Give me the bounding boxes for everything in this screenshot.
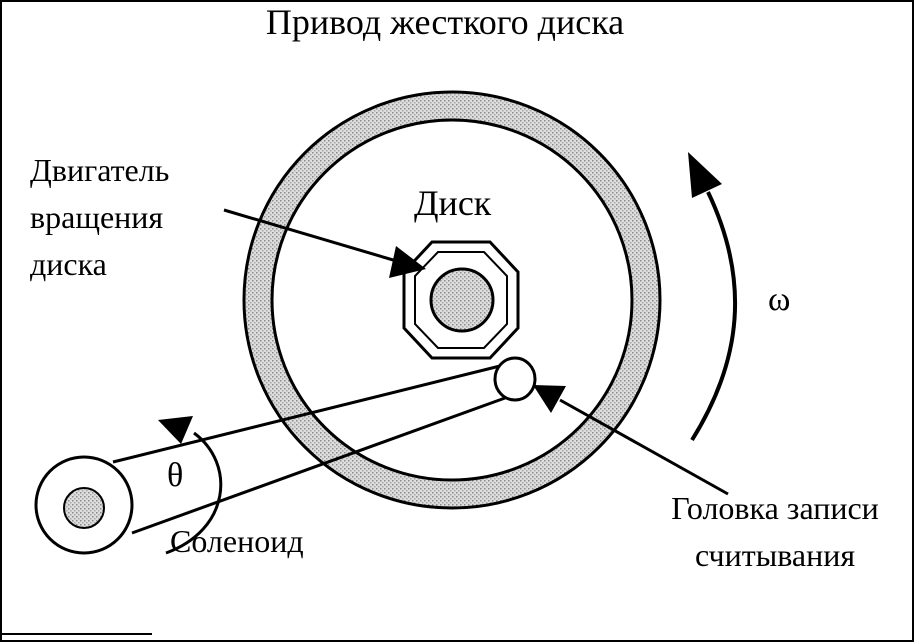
read-write-head [493, 356, 537, 402]
label-motor-line3: диска [30, 246, 107, 282]
solenoid-pivot [34, 455, 134, 555]
label-theta: θ [167, 457, 183, 494]
angle-arrow-theta [158, 416, 223, 555]
label-head-line2: считывания [695, 537, 855, 573]
motor-pointer-arrow [223, 208, 426, 278]
label-disk: Диск [414, 183, 492, 223]
spindle-motor-hub [402, 240, 520, 360]
label-motor-line1: Двигатель [30, 152, 169, 188]
label-omega: ω [768, 281, 790, 318]
label-motor-line2: вращения [30, 199, 163, 235]
diagram-title: Привод жесткого диска [266, 2, 624, 42]
rotation-arrow-omega [688, 152, 738, 442]
actuator-arm [112, 364, 506, 535]
head-pointer-arrow [533, 385, 729, 496]
label-head-line1: Головка записи [671, 490, 879, 526]
label-solenoid: Соленоид [170, 523, 304, 559]
